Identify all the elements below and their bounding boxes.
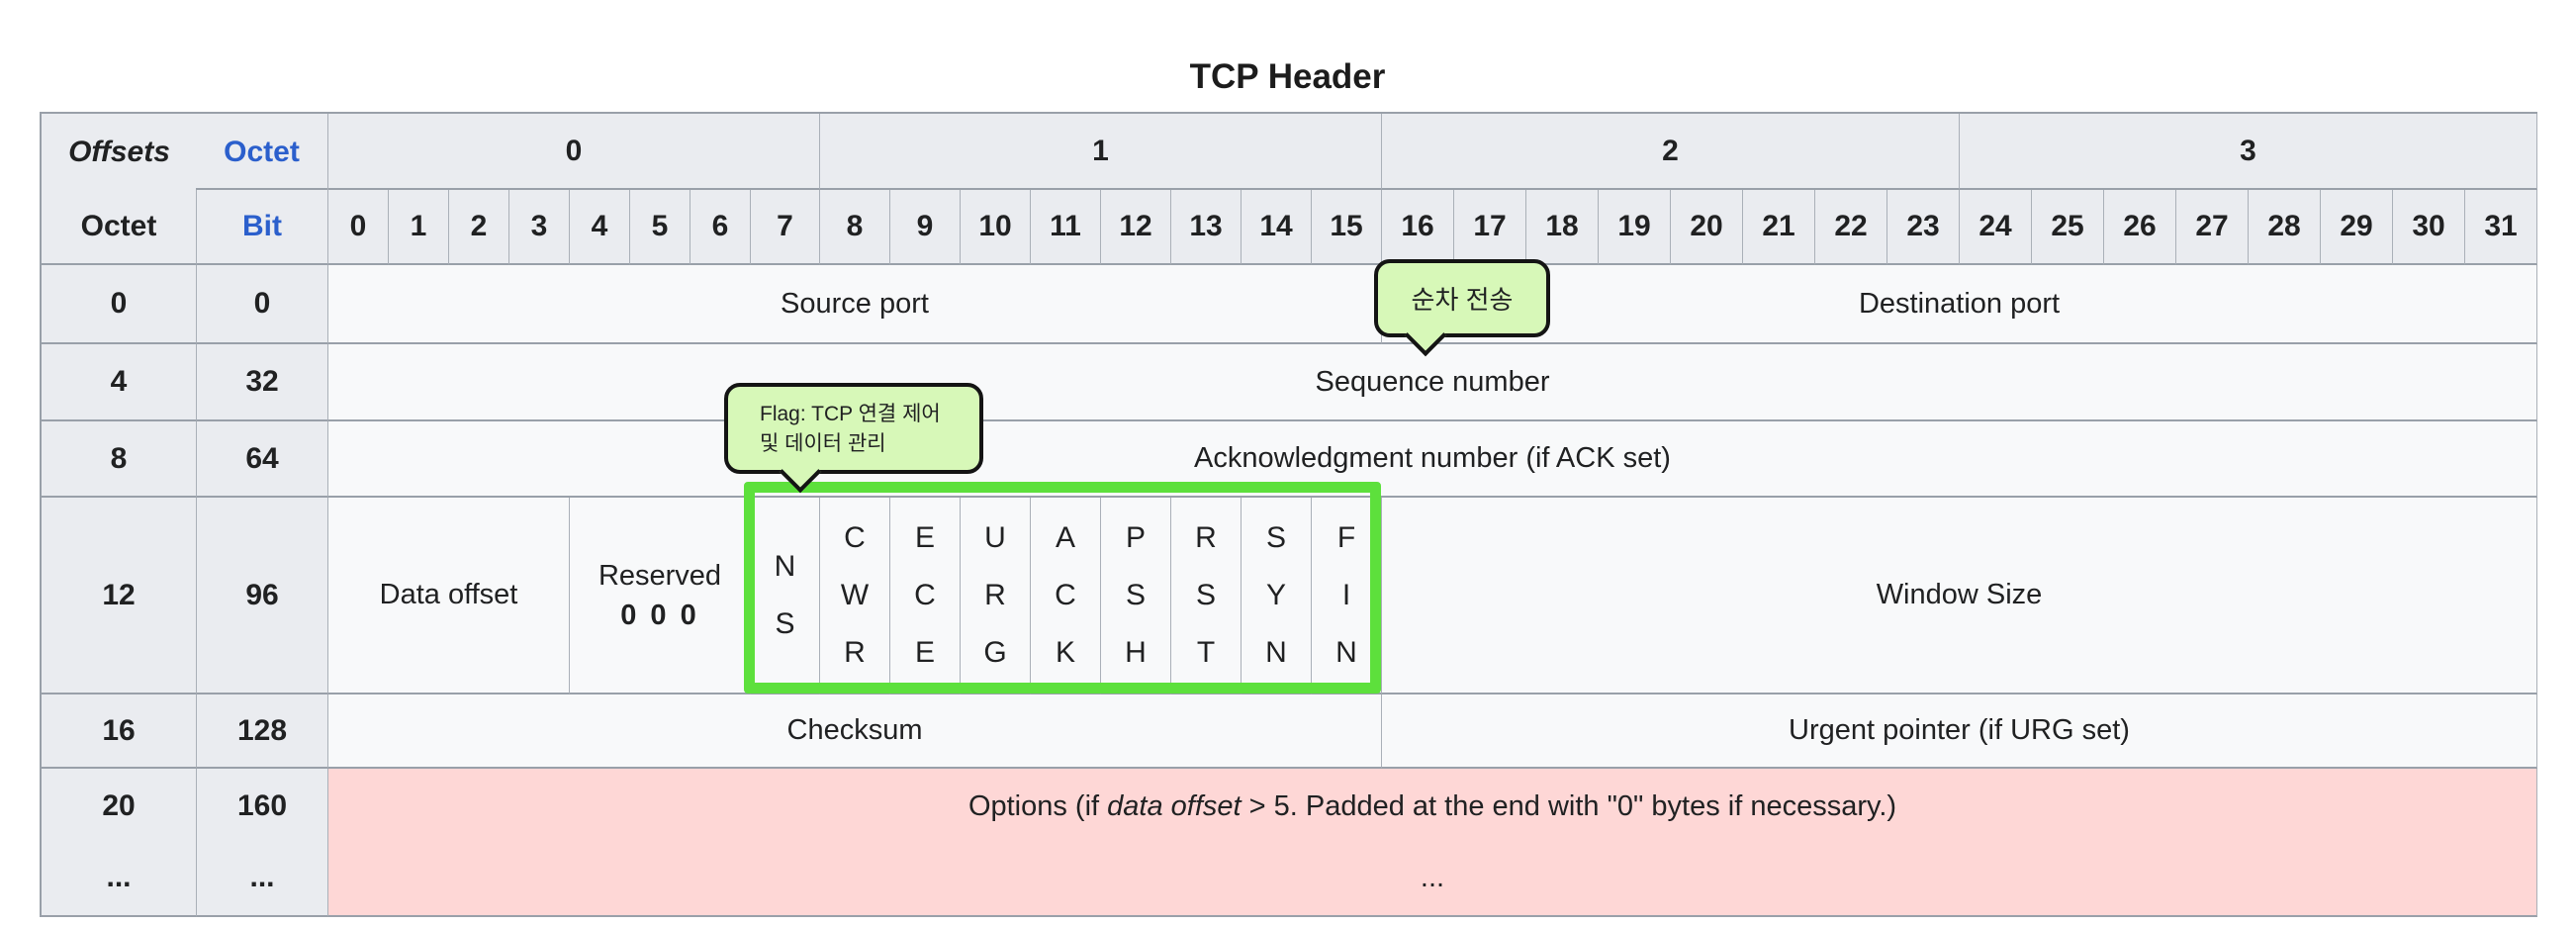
octet-group-0: 0: [328, 114, 820, 190]
row-offset-octet: 4: [42, 344, 197, 421]
flag-syn: S Y N: [1242, 498, 1312, 694]
bit-number: 28: [2249, 190, 2321, 265]
flags-tooltip: Flag: TCP 연결 제어 및 데이터 관리: [724, 383, 983, 474]
row-offset-bit: 64: [197, 421, 328, 498]
field-source-port: Source port: [328, 265, 1382, 344]
bit-number: 15: [1312, 190, 1382, 265]
bit-number: 12: [1101, 190, 1171, 265]
corner-header-cell: Offsets Octet: [42, 114, 328, 190]
options-suffix: > 5. Padded at the end with "0" bytes if…: [1241, 790, 1897, 822]
flags-tooltip-line1: Flag: TCP 연결 제어: [760, 403, 941, 425]
bit-160: 160: [236, 789, 288, 822]
row-offset-bit: 96: [197, 498, 328, 694]
tcp-header-table: Offsets Octet 0 1 2 3 Octet Bit 0 1 2 3 …: [40, 112, 2537, 917]
bit-number: 7: [751, 190, 820, 265]
flag-ack: A C K: [1031, 498, 1101, 694]
sequence-tooltip: 순차 전송: [1374, 259, 1550, 337]
bit-number: 8: [820, 190, 890, 265]
field-window-size: Window Size: [1382, 498, 2537, 694]
offset-20: 20: [102, 789, 136, 822]
bit-number: 18: [1526, 190, 1599, 265]
row-offset-octet: 0: [42, 265, 197, 344]
bit-number: 20: [1671, 190, 1743, 265]
flag-cwr: C W R: [820, 498, 890, 694]
octet-group-2: 2: [1382, 114, 1960, 190]
options-text-line: Options (if data offset > 5. Padded at t…: [968, 771, 1896, 842]
bit-number: 25: [2032, 190, 2104, 265]
row-offset-octet: 16: [42, 694, 197, 769]
bit-number: 17: [1454, 190, 1526, 265]
bit-number: 30: [2393, 190, 2465, 265]
field-urgent-pointer: Urgent pointer (if URG set): [1382, 694, 2537, 769]
bit-number: 24: [1960, 190, 2032, 265]
bit-link[interactable]: Bit: [197, 190, 328, 265]
bit-number: 19: [1599, 190, 1671, 265]
offset-ellipsis: ...: [106, 861, 132, 893]
bit-number: 29: [2321, 190, 2393, 265]
row-offset-octet: 12: [42, 498, 197, 694]
options-prefix: Options (if: [967, 790, 1108, 822]
flags-tooltip-line2: 및 데이터 관리: [760, 432, 886, 455]
row-offset-bit-more: 160 ...: [197, 769, 328, 917]
row-offset-bit: 128: [197, 694, 328, 769]
row-offset-octet-more: 20 ...: [42, 769, 197, 917]
octet-link[interactable]: Octet: [224, 135, 300, 168]
field-sequence-number: Sequence number: [328, 344, 2537, 421]
flag-psh: P S H: [1101, 498, 1171, 694]
reserved-bits: 0 0 0: [620, 599, 699, 631]
bit-number: 22: [1815, 190, 1887, 265]
bit-number: 31: [2465, 190, 2537, 265]
reserved-label: Reserved: [598, 559, 722, 592]
bit-number: 10: [961, 190, 1031, 265]
bit-number: 5: [630, 190, 690, 265]
bit-number: 1: [389, 190, 449, 265]
row-offset-bit: 0: [197, 265, 328, 344]
flag-ns: N S: [751, 498, 820, 694]
field-reserved: Reserved 0 0 0: [570, 498, 751, 694]
flag-rst: R S T: [1171, 498, 1242, 694]
field-data-offset: Data offset: [328, 498, 570, 694]
field-options: Options (if data offset > 5. Padded at t…: [328, 769, 2537, 917]
bit-number: 9: [890, 190, 961, 265]
options-emphasis: data offset: [1107, 790, 1242, 822]
bit-number: 2: [449, 190, 509, 265]
flag-fin: F I N: [1312, 498, 1382, 694]
row-offset-bit: 32: [197, 344, 328, 421]
bit-number: 27: [2176, 190, 2249, 265]
field-checksum: Checksum: [328, 694, 1382, 769]
row-offset-octet: 8: [42, 421, 197, 498]
field-acknowledgment-number: Acknowledgment number (if ACK set): [328, 421, 2537, 498]
field-destination-port: Destination port: [1382, 265, 2537, 344]
flag-ece: E C E: [890, 498, 961, 694]
options-ellipsis: ...: [1420, 862, 1445, 893]
page-title: TCP Header: [1189, 57, 1386, 96]
bit-number: 21: [1743, 190, 1815, 265]
offsets-label: Offsets: [68, 135, 170, 168]
bit-number: 11: [1031, 190, 1101, 265]
bit-number: 13: [1171, 190, 1242, 265]
bit-number: 14: [1242, 190, 1312, 265]
octet-group-3: 3: [1960, 114, 2537, 190]
octet-group-1: 1: [820, 114, 1382, 190]
bit-number: 16: [1382, 190, 1454, 265]
bit-number: 4: [570, 190, 630, 265]
bit-number: 6: [690, 190, 751, 265]
octet-row-label: Octet: [42, 190, 197, 265]
bit-ellipsis: ...: [249, 861, 275, 893]
flag-urg: U R G: [961, 498, 1031, 694]
bit-number: 3: [509, 190, 570, 265]
bit-number: 23: [1887, 190, 1960, 265]
bit-number: 26: [2104, 190, 2176, 265]
bit-number: 0: [328, 190, 389, 265]
sequence-tooltip-text: 순차 전송: [1411, 285, 1514, 315]
